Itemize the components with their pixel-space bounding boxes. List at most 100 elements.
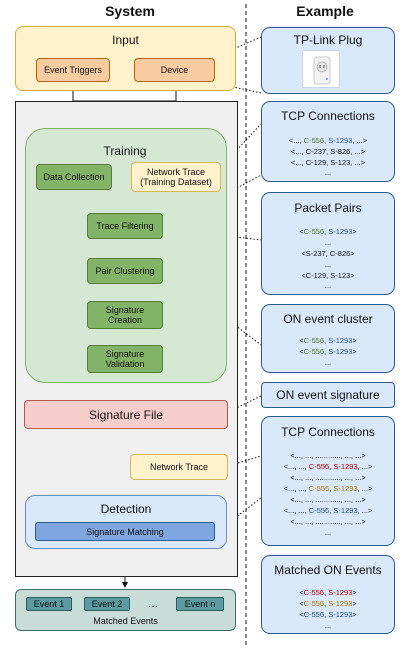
example-matched-panel	[261, 555, 395, 634]
cluster-l2-client: C-556	[303, 347, 325, 356]
pairs-l1-sep: ,	[324, 227, 329, 236]
matched-line-3: <C-556, S-1293>	[261, 609, 395, 620]
pairs-l1-close: >	[352, 227, 357, 236]
tcp1-l1-server: S-1293	[328, 136, 353, 145]
tcp2-row-8: ...	[324, 528, 332, 537]
signature-validation-box: Signature Validation	[87, 345, 163, 373]
pairs-line-5: <C-129, S-123>	[301, 271, 355, 280]
matched-l3-sep: ,	[324, 610, 329, 619]
network-trace-training-box: Network Trace (Training Dataset)	[131, 162, 221, 192]
cluster-line-1: <C-556, S-1293>	[261, 335, 395, 346]
cluster-l1-close: >	[352, 336, 357, 345]
cluster-l1-sep: ,	[324, 336, 329, 345]
pairs-line-6: ...	[324, 281, 332, 290]
matched-l1-client: C-556	[303, 588, 325, 597]
example-tplink-title: TP-Link Plug	[293, 33, 363, 47]
tcp2-row-6: <..., ..., C-556, S-1293, ...>	[261, 505, 395, 516]
cluster-l1-client: C-556	[303, 336, 325, 345]
pairs-l1-client: C-556	[303, 227, 325, 236]
signature-creation-line2: Creation	[107, 315, 143, 325]
example-pairs-panel	[261, 192, 395, 295]
tcp2-r6-server: S-1293	[333, 506, 358, 515]
tcp1-line-2: <..., C-237, S-826, ...>	[290, 147, 366, 156]
cluster-line-2: <C-556, S-1293>	[261, 346, 395, 357]
tcp1-line-3: <..., C-129, S-123, ...>	[290, 158, 366, 167]
event-1-box: Event 1	[26, 597, 72, 611]
pairs-l1-server: S-1293	[328, 227, 353, 236]
example-tcp2-title: TCP Connections	[281, 425, 375, 439]
example-cluster-title: ON event cluster	[283, 312, 373, 326]
cluster-line-3: ...	[324, 358, 332, 367]
event-n-box: Event n	[176, 597, 224, 611]
matched-line-2: <C-556, S-1293>	[261, 598, 395, 609]
signature-creation-line1: Signature	[105, 305, 145, 315]
matched-l3-client: C-556	[303, 610, 325, 619]
network-trace-detection-box: Network Trace	[130, 454, 228, 480]
cluster-l2-server: S-1293	[328, 347, 353, 356]
matched-l2-client: C-556	[303, 599, 325, 608]
matched-l3-server: S-1293	[328, 610, 353, 619]
example-tcp1-title: TCP Connections	[281, 109, 375, 123]
matched-l1-open: <	[299, 588, 304, 597]
device-box: Device	[134, 58, 215, 82]
example-header: Example	[296, 3, 354, 19]
pairs-line-4: ...	[324, 260, 332, 269]
pair-clustering-box: Pair Clustering	[87, 258, 163, 284]
tcp2-r6-suffix: , ...>	[357, 506, 373, 515]
signature-creation-box: Signature Creation	[87, 301, 163, 329]
tcp2-r4-prefix: <..., ...,	[283, 484, 309, 493]
tcp2-r6-client: C-556	[308, 506, 330, 515]
signature-validation-line1: Signature	[105, 349, 145, 359]
pairs-line-2: ...	[324, 238, 332, 247]
tcp2-row-3: <..., ..., ............, ..., ...>	[290, 473, 366, 482]
tcp2-row-4: <..., ..., C-556, S-1293, ...>	[261, 483, 395, 494]
signature-matching-box: Signature Matching	[35, 522, 215, 541]
matched-l1-sep: ,	[324, 588, 329, 597]
matched-l2-open: <	[299, 599, 304, 608]
plug-image	[302, 50, 340, 88]
cluster-l2-close: >	[352, 347, 357, 356]
tcp2-r2-suffix: , ...>	[357, 462, 373, 471]
tcp2-r2-prefix: <..., ...,	[283, 462, 309, 471]
matched-l1-server: S-1293	[328, 588, 353, 597]
signature-validation-line2: Validation	[105, 359, 145, 369]
tcp1-l1-client: C-556	[303, 136, 325, 145]
example-pairs-title: Packet Pairs	[294, 201, 362, 215]
tcp2-r2-server: S-1293	[333, 462, 358, 471]
tcp1-l1-prefix: <...,	[288, 136, 304, 145]
pairs-line-1: <C-556, S-1293>	[261, 226, 395, 237]
example-matched-title: Matched ON Events	[274, 563, 382, 577]
matched-l2-sep: ,	[324, 599, 329, 608]
data-collection-box: Data Collection	[36, 164, 112, 190]
cluster-l1-open: <	[299, 336, 304, 345]
tcp2-r2-client: C-556	[308, 462, 330, 471]
tcp2-r6-prefix: <..., ...,	[283, 506, 309, 515]
matched-line-1: <C-556, S-1293>	[261, 587, 395, 598]
detection-title: Detection	[100, 502, 152, 516]
pairs-line-3: <S-237, C-826>	[301, 249, 355, 258]
pairs-l1-open: <	[299, 227, 304, 236]
example-signature-panel: ON event signature	[261, 382, 395, 408]
tcp2-r4-client: C-556	[308, 484, 330, 493]
matched-line-end: ...	[324, 621, 332, 630]
matched-l2-server: S-1293	[328, 599, 353, 608]
matched-events-title: Matched Events	[93, 616, 158, 626]
network-trace-line1: Network Trace	[146, 167, 206, 177]
cluster-l2-open: <	[299, 347, 304, 356]
tcp2-row-5: <..., ..., ............, ..., ...>	[290, 495, 366, 504]
system-header: System	[105, 3, 155, 19]
tcp2-r4-server: S-1293	[333, 484, 358, 493]
example-tcp2-panel	[261, 416, 395, 546]
network-trace-line2: (Training Dataset)	[140, 177, 212, 187]
matched-l2-close: >	[352, 599, 357, 608]
tcp2-r2-sep: ,	[329, 462, 334, 471]
tcp2-row-1: <..., ..., ............, ..., ...>	[290, 451, 366, 460]
events-ellipsis: ...	[147, 596, 158, 610]
tcp1-line-1: <..., C-556, S-1293, ...>	[261, 135, 395, 146]
tcp1-l1-suffix: , ...>	[352, 136, 368, 145]
matched-l1-close: >	[352, 588, 357, 597]
tcp2-r4-sep: ,	[329, 484, 334, 493]
example-tcp1-panel	[261, 101, 395, 182]
trace-filtering-box: Trace Filtering	[87, 213, 163, 239]
signature-file-box: Signature File	[24, 400, 228, 429]
